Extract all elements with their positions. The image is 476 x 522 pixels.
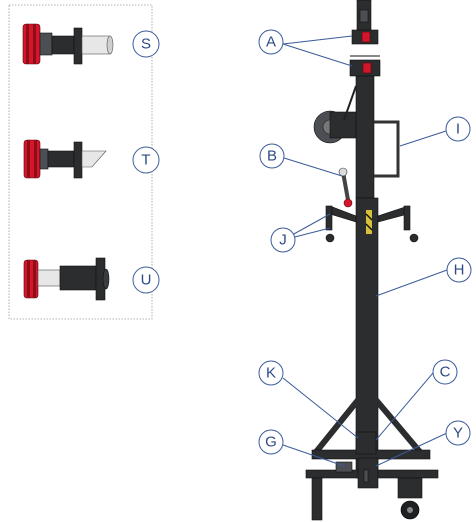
leader-lines (282, 35, 448, 467)
svg-text:Y: Y (453, 425, 463, 442)
callout-g: G (258, 429, 284, 455)
callout-u: U (132, 266, 160, 294)
svg-text:T: T (141, 152, 150, 169)
svg-text:U: U (141, 272, 152, 289)
svg-text:S: S (141, 36, 151, 53)
svg-text:H: H (454, 262, 465, 279)
pin-inset-panel: S T U (8, 4, 160, 320)
callout-y: Y (445, 420, 471, 446)
callout-c: C (432, 359, 458, 385)
svg-text:B: B (267, 148, 277, 165)
callout-h: H (446, 257, 472, 283)
callout-i: I (445, 116, 471, 142)
svg-text:A: A (266, 34, 276, 51)
callout-j: J (270, 227, 296, 253)
lift-tower-illustration (305, 0, 439, 521)
svg-text:G: G (265, 434, 277, 451)
callout-s: S (132, 30, 160, 58)
svg-text:K: K (266, 365, 276, 382)
callout-k: K (258, 360, 284, 386)
svg-text:I: I (456, 121, 460, 138)
pin-variant-u-illustration (23, 257, 110, 301)
callout-t: T (132, 146, 160, 174)
pin-variant-t-illustration (23, 139, 107, 179)
callout-a: A (258, 29, 284, 55)
svg-text:C: C (440, 364, 451, 381)
pin-variant-s-illustration (22, 23, 114, 65)
svg-text:J: J (279, 232, 287, 249)
callout-b: B (259, 143, 285, 169)
